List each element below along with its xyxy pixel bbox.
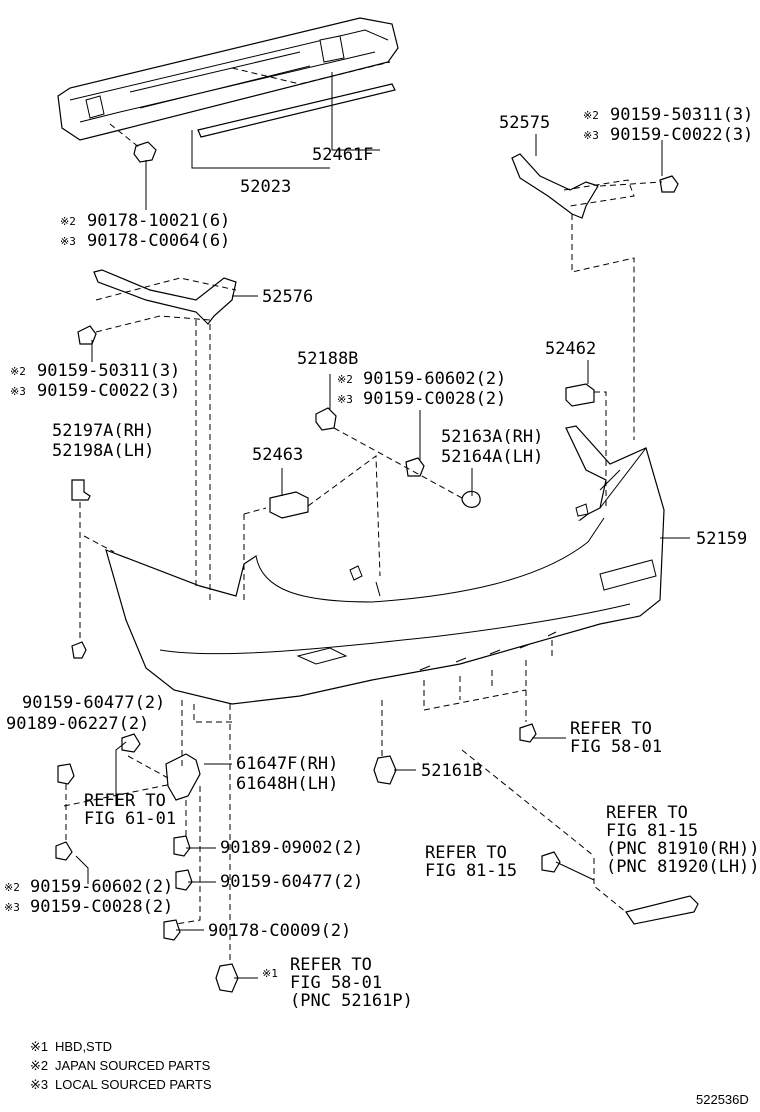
label-90159-C0028-low: 90159-C0028(2) <box>30 897 173 917</box>
label-52463: 52463 <box>252 445 303 465</box>
label-52163A: 52163A(RH) <box>441 427 543 447</box>
mark-3-c: ※3 <box>10 385 26 398</box>
pad-52462-drawing <box>565 383 595 407</box>
nut-right-drawing <box>541 851 561 873</box>
nut-mid-3-drawing <box>163 919 181 941</box>
mark-1-a: ※1 <box>262 967 278 980</box>
label-90159-50311-top: 90159-50311(3) <box>610 105 753 125</box>
refer-81-15-b-line1: REFER TO <box>425 843 507 863</box>
label-52576: 52576 <box>262 287 313 307</box>
screw-mid-drawing <box>405 457 425 477</box>
legend-mark-3: ※3 <box>30 1077 48 1092</box>
label-52188B: 52188B <box>297 349 358 369</box>
legend-text-2: JAPAN SOURCED PARTS <box>55 1058 211 1073</box>
label-90178-10021: 90178-10021(6) <box>87 211 230 231</box>
reflector-drawing <box>625 895 699 925</box>
bracket-61647F-drawing <box>165 753 201 801</box>
clip-52197A-drawing <box>71 479 91 501</box>
nut-left-2-drawing <box>121 733 141 753</box>
label-90178-C0064: 90178-C0064(6) <box>87 231 230 251</box>
label-90159-60602-low: 90159-60602(2) <box>30 877 173 897</box>
refer-81-15-a-line1: REFER TO <box>606 803 688 823</box>
label-90178-C0009: 90178-C0009(2) <box>208 921 351 941</box>
label-52197A: 52197A(RH) <box>52 421 154 441</box>
label-90159-60477-low: 90159-60477(2) <box>220 872 363 892</box>
refer-58-01-a-line2: FIG 58-01 <box>570 737 662 757</box>
mark-2-e: ※2 <box>4 881 20 894</box>
mark-3-d: ※3 <box>337 393 353 406</box>
label-90159-C0028-mid: 90159-C0028(2) <box>363 389 506 409</box>
label-90159-C0022-mid: 90159-C0022(3) <box>37 381 180 401</box>
label-61647F: 61647F(RH) <box>236 754 338 774</box>
label-52023: 52023 <box>240 177 291 197</box>
label-90159-60602-mid: 90159-60602(2) <box>363 369 506 389</box>
bolt-left-1-drawing <box>71 641 87 659</box>
mark-2-d: ※2 <box>337 373 353 386</box>
clip-52161B-drawing <box>373 755 397 785</box>
cap-52163A-drawing <box>461 490 481 508</box>
reinforcement-strip-drawing <box>197 83 396 138</box>
mark-3-b: ※3 <box>583 129 599 142</box>
label-52462: 52462 <box>545 339 596 359</box>
label-90189-09002: 90189-09002(2) <box>220 838 363 858</box>
label-90189-06227: 90189-06227(2) <box>6 714 149 734</box>
label-52164A: 52164A(LH) <box>441 447 543 467</box>
mark-2-c: ※2 <box>10 365 26 378</box>
legend-text-3: LOCAL SOURCED PARTS <box>55 1077 212 1092</box>
legend-text-1: HBD,STD <box>55 1039 112 1054</box>
label-90159-C0022-top: 90159-C0022(3) <box>610 125 753 145</box>
refer-61-01-line1: REFER TO <box>84 791 166 811</box>
clip-bottom-drawing <box>215 963 239 993</box>
mark-2-b: ※2 <box>583 109 599 122</box>
screw-right-lower-drawing <box>519 723 537 743</box>
label-52575: 52575 <box>499 113 550 133</box>
nut-drawing <box>133 141 157 163</box>
screw-left-mid-drawing <box>77 325 97 345</box>
legend: ※1 HBD,STD ※2 JAPAN SOURCED PARTS ※3 LOC… <box>30 1039 212 1092</box>
refer-81-15-a-line2: FIG 81-15 <box>606 821 698 841</box>
label-90159-50311-mid: 90159-50311(3) <box>37 361 180 381</box>
label-61648H: 61648H(LH) <box>236 774 338 794</box>
refer-81-15-a-line3: (PNC 81910(RH)) <box>606 839 760 859</box>
refer-58-01-b-line2: FIG 58-01 <box>290 973 382 993</box>
refer-58-01-a-line1: REFER TO <box>570 719 652 739</box>
refer-81-15-b-line2: FIG 81-15 <box>425 861 517 881</box>
screw-top-right-drawing <box>659 175 679 193</box>
refer-58-01-b-line3: (PNC 52161P) <box>290 991 413 1011</box>
legend-mark-1: ※1 <box>30 1039 48 1054</box>
label-52161B: 52161B <box>421 761 482 781</box>
label-52159: 52159 <box>696 529 747 549</box>
label-52198A: 52198A(LH) <box>52 441 154 461</box>
bumper-cover-drawing <box>105 425 665 705</box>
label-90159-60477-left: 90159-60477(2) <box>22 693 165 713</box>
refer-61-01-line2: FIG 61-01 <box>84 809 176 829</box>
mark-3-e: ※3 <box>4 901 20 914</box>
nut-left-3-drawing <box>57 763 75 785</box>
mark-2-a: ※2 <box>60 215 76 228</box>
retainer-52575-drawing <box>511 153 599 219</box>
bolt-mid-2-drawing <box>175 869 193 891</box>
label-52461F: 52461F <box>312 145 373 165</box>
fastener-52188B-drawing <box>315 407 337 431</box>
mark-3-a: ※3 <box>60 235 76 248</box>
assembly-lines <box>63 61 663 962</box>
diagram-id: 522536D <box>696 1092 749 1107</box>
retainer-52576-drawing <box>93 269 237 325</box>
pad-52463-drawing <box>269 491 309 519</box>
bumper-reinforcement-drawing <box>57 17 399 141</box>
nut-mid-1-drawing <box>173 835 191 857</box>
bolt-left-4-drawing <box>55 841 73 861</box>
refer-58-01-b-line1: REFER TO <box>290 955 372 975</box>
refer-81-15-a-line4: (PNC 81920(LH)) <box>606 857 760 877</box>
legend-mark-2: ※2 <box>30 1058 48 1073</box>
leader-lines <box>75 72 690 979</box>
